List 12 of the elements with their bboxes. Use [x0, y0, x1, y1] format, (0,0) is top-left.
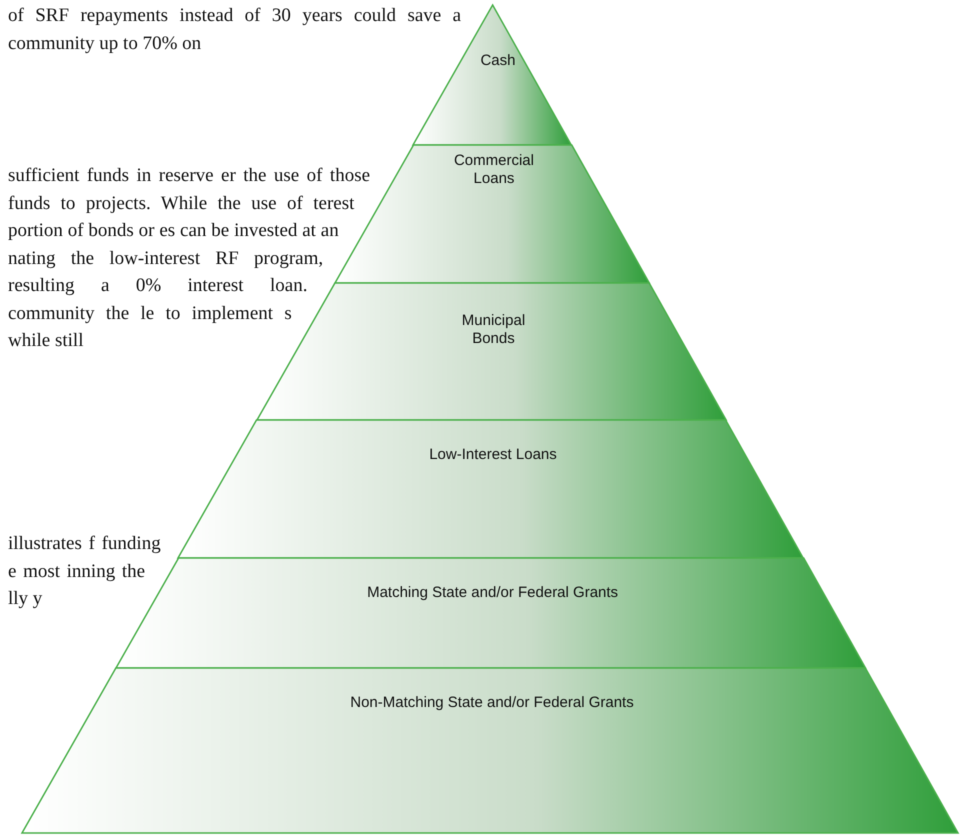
tier-label: Municipal Bonds: [460, 312, 526, 348]
tier-label: Non-Matching State and/or Federal Grants: [349, 694, 635, 712]
body-paragraph: sufficient funds in reserve er the use of those funds to projects. While the use of terest portion of bonds or es can be invested at an nating the low-interest RF program, resulting a 0% interest loan. community the le to implement s while still: [8, 165, 370, 351]
pyramid-tier: [178, 420, 804, 558]
body-paragraph: illustrates f funding e most inning the lly y: [8, 533, 161, 609]
pyramid-tier: [116, 558, 866, 668]
tier-label: Matching State and/or Federal Grants: [366, 584, 620, 602]
pyramid-tier: [22, 668, 958, 833]
tier-label: Low-Interest Loans: [428, 446, 558, 464]
body-paragraph: of SRF repayments instead of 30 years could save a community up to 70% on: [8, 5, 462, 54]
tier-label: Cash: [479, 52, 516, 70]
tier-label: Commercial Loans: [452, 152, 535, 188]
